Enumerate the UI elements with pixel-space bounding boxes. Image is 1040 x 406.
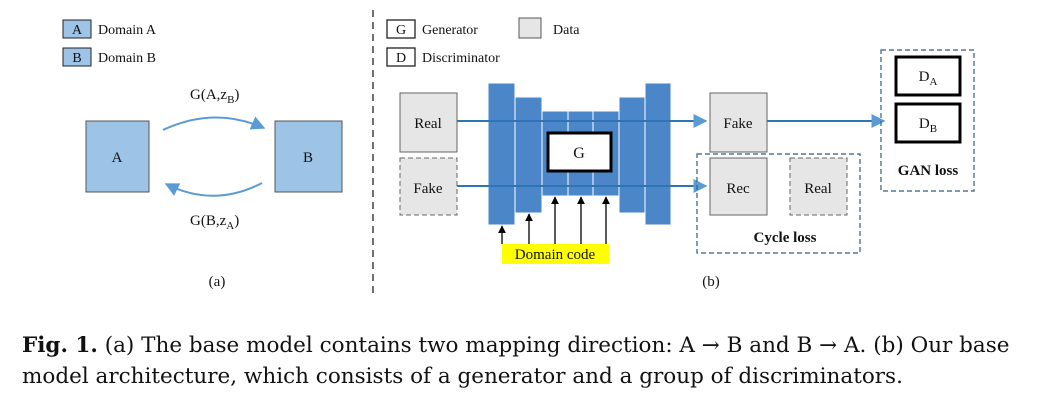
fake-input-label: Fake xyxy=(413,181,443,197)
legend-discriminator-label: Discriminator xyxy=(422,51,500,66)
domain-a-node xyxy=(85,120,150,193)
generator-layer-7 xyxy=(644,82,672,226)
mapping-arrow-b-to-a xyxy=(164,182,263,197)
rec-output-label: Rec xyxy=(726,181,750,197)
real-input-label: Real xyxy=(414,116,442,132)
real-input-box xyxy=(399,92,458,153)
legend-data-label: Data xyxy=(553,23,580,38)
panel-a: G(A,zB) A B G(B,zA) (a) xyxy=(85,87,343,290)
fake-input-box xyxy=(399,157,458,216)
domain-b-node xyxy=(274,120,343,193)
legend-discriminator-box-text: D xyxy=(396,51,406,66)
legend-generator-swatch xyxy=(386,19,416,39)
domain-code-label: Domain code xyxy=(515,247,596,263)
domain-code-highlight xyxy=(502,244,609,264)
legend-generator-label: Generator xyxy=(422,23,478,38)
legend-data-swatch xyxy=(518,17,542,39)
legend-discriminator-swatch xyxy=(386,47,416,67)
discriminator-b-box xyxy=(894,102,962,144)
legend-domain-a-box-text: A xyxy=(72,23,83,38)
generator-network xyxy=(487,82,672,226)
panel-a-label: (a) xyxy=(209,274,226,290)
discriminator-a-box xyxy=(894,55,962,97)
legend-domain-b-swatch xyxy=(62,47,92,67)
legend-domain-b-box-text: B xyxy=(72,51,81,66)
generator-layer-6 xyxy=(618,96,646,214)
domain-b-node-label: B xyxy=(303,150,313,166)
caption-fig-label: Fig. 1. xyxy=(22,333,98,358)
gan-loss-label: GAN loss xyxy=(898,163,959,179)
fake-output-label: Fake xyxy=(723,116,753,132)
legend-panel-b: G Generator Data D Discriminator xyxy=(386,17,580,67)
discriminator-b-label: DB xyxy=(919,116,937,135)
mapping-arrow-a-to-b xyxy=(162,116,266,131)
cycle-loss-group xyxy=(696,153,861,254)
gan-loss-group xyxy=(880,49,975,192)
real-output-label: Real xyxy=(804,181,832,197)
discriminator-a-label: DA xyxy=(919,69,938,88)
generator-layer-2 xyxy=(514,96,543,214)
domain-code-arrows xyxy=(498,196,610,244)
panel-b-label: (b) xyxy=(702,274,720,290)
top-arrow-label: G(A,zB) xyxy=(190,87,239,106)
legend-generator-box-text: G xyxy=(396,23,406,38)
domain-a-node-label: A xyxy=(112,150,123,166)
legend-panel-a: A Domain A B Domain B xyxy=(62,19,157,67)
generator-layer-1 xyxy=(487,82,516,226)
cycle-loss-label: Cycle loss xyxy=(754,230,817,246)
figure-caption: Fig. 1. (a) The base model contains two … xyxy=(22,330,1022,392)
legend-domain-b-label: Domain B xyxy=(98,51,156,66)
panel-b: Real Fake G Domain code xyxy=(399,49,975,290)
bottom-arrow-label: G(B,zA) xyxy=(190,213,239,232)
real-output-box xyxy=(789,157,848,216)
generator-label: G xyxy=(573,145,585,162)
legend-domain-a-swatch xyxy=(62,19,92,39)
fake-output-box xyxy=(709,92,768,153)
rec-output-box xyxy=(709,157,768,216)
generator-box xyxy=(546,131,613,173)
caption-text: (a) The base model contains two mapping … xyxy=(22,333,1010,389)
legend-domain-a-label: Domain A xyxy=(98,23,157,38)
